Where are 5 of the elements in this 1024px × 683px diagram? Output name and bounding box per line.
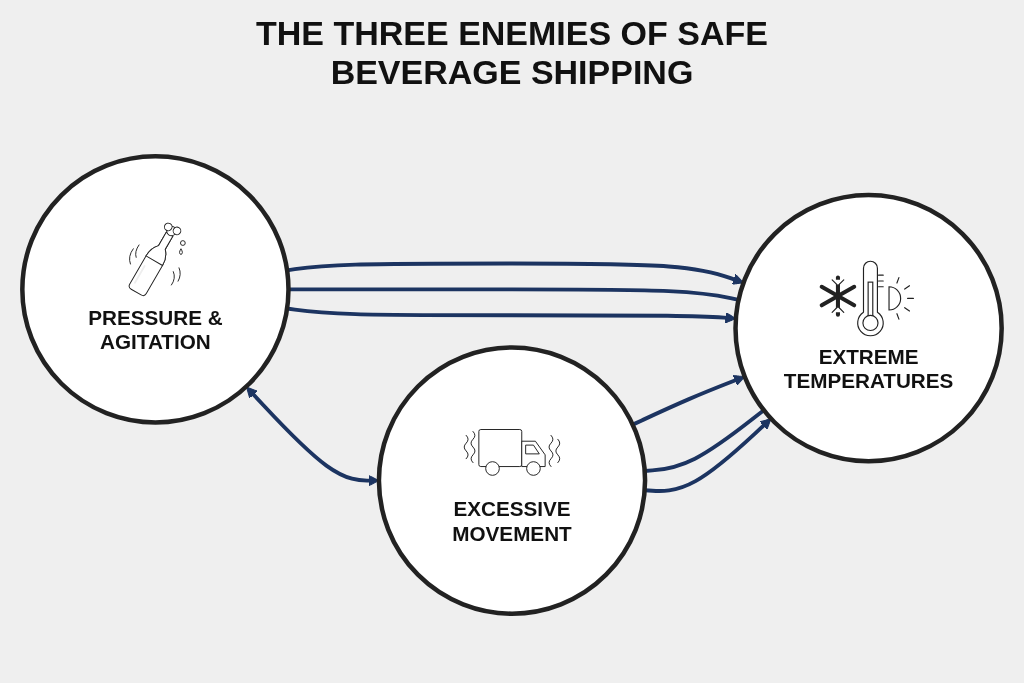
arrow xyxy=(631,375,746,427)
title: THE THREE ENEMIES OF SAFE BEVERAGE SHIPPING xyxy=(255,14,769,93)
node-label: EXTREME TEMPERATURES xyxy=(782,344,955,394)
node-label: PRESSURE & AGITATION xyxy=(87,305,224,356)
node-label: EXCESSIVE MOVEMENT xyxy=(451,497,573,547)
